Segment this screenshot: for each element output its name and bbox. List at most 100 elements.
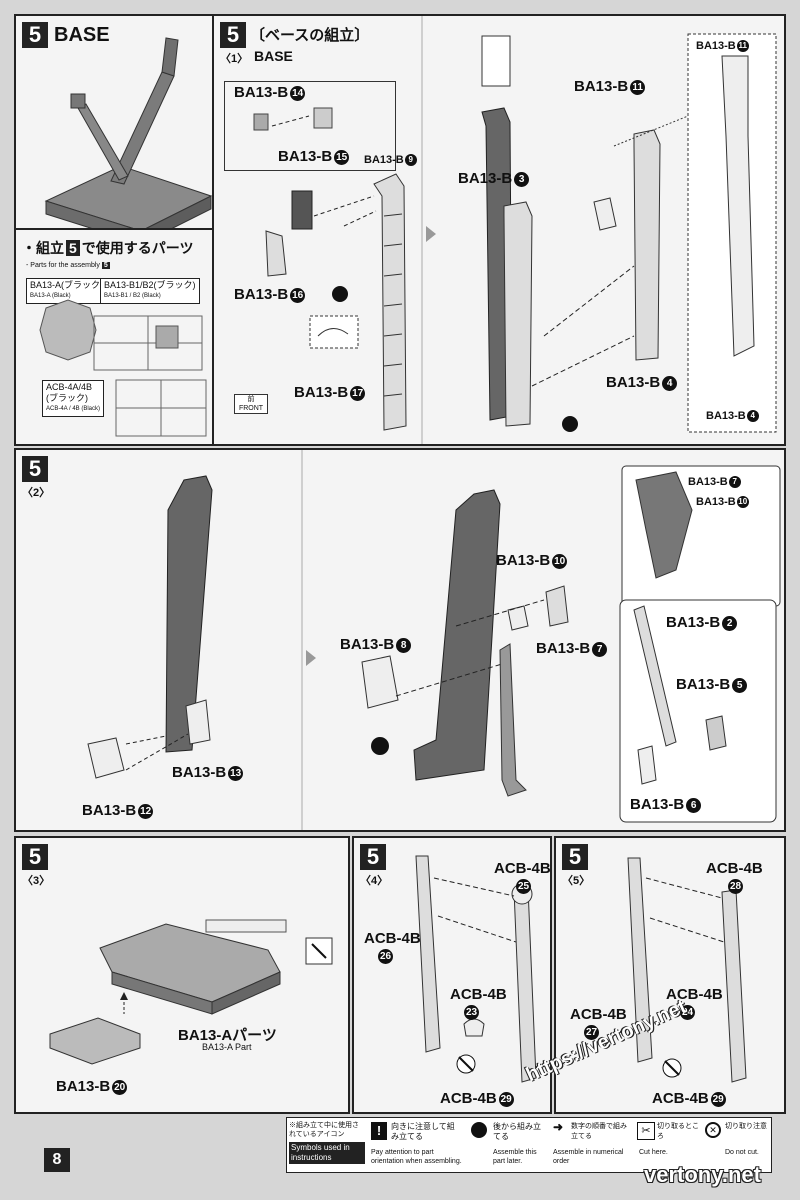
legend-later-en: Assemble this part later. — [493, 1149, 537, 1165]
legend-orientation-jp: 向きに注意して組み立てる — [391, 1122, 455, 1141]
legend-orientation-en: Pay attention to part orientation when a… — [371, 1149, 462, 1165]
label-b16-text: BA13-B — [234, 286, 289, 303]
sub-box-b14-b15 — [224, 81, 396, 171]
legend-header-jp: ※組み立て中に使用されているアイコン — [289, 1122, 359, 1138]
tag-ba13-b-en: BA13-B1 / B2 (Black) — [104, 293, 161, 299]
legend-cut: ✂ 切り取るところ Cut here. — [635, 1118, 701, 1172]
tag-acb: ACB-4A/4B(ブラック)ACB-4A / 4B (Black) — [42, 380, 105, 417]
label-b7-num: 7 — [592, 641, 608, 657]
parts-title-pre: ・組立 — [22, 240, 64, 256]
label-acb24-text: ACB-4B — [666, 986, 723, 1003]
label-b4-text: BA13-B — [606, 374, 661, 391]
label-b17-num: 17 — [350, 385, 366, 401]
label-acb26-num: 26 — [378, 948, 393, 964]
symbol-legend: ※組み立て中に使用されているアイコン Symbols used in instr… — [286, 1117, 772, 1173]
label-acb29-b-num: 29 — [710, 1091, 726, 1107]
label-acb28-num: 28 — [728, 878, 743, 894]
step3-part-en: BA13-A Part — [202, 1042, 252, 1052]
front-badge: 前 FRONT — [234, 394, 268, 414]
legend-nocut: ✕ 切り取り注意 Do not cut. — [703, 1118, 771, 1172]
label-b16-num: 16 — [290, 287, 306, 303]
label-b13-text: BA13-B — [172, 764, 227, 781]
parts-subtitle: - Parts for the assembly 5 — [26, 262, 110, 269]
label-acb23-num: 23 — [464, 1004, 479, 1020]
legend-nocut-jp: 切り取り注意 — [725, 1123, 767, 1130]
exclamation-icon: ! — [371, 1122, 387, 1140]
step2-drawing — [87, 450, 781, 830]
label-b12-num: 12 — [138, 803, 154, 819]
label-acb28-text: ACB-4B — [706, 860, 763, 877]
label-b10-detail-num: 10 — [736, 496, 749, 509]
step1-title-jp: 〔ベースの組立〕 — [250, 27, 370, 44]
legend-later-jp: 後から組み立てる — [493, 1122, 541, 1141]
label-b12-text: BA13-B — [82, 802, 137, 819]
tag-ba13-a-en: BA13-A (Black) — [30, 293, 71, 299]
label-b10-text: BA13-B — [496, 552, 551, 569]
step5-number: 5 — [562, 844, 588, 870]
overview-title: BASE — [54, 24, 110, 46]
legend-cut-jp: 切り取るところ — [657, 1123, 699, 1140]
label-b7-detail-text: BA13-B — [688, 476, 728, 488]
label-acb27-text: ACB-4B — [570, 1006, 627, 1023]
legend-order: ➜ 数字の順番で組み立てる Assemble in numerical orde… — [551, 1118, 633, 1172]
parts-subtitle-text: - Parts for the assembly — [26, 262, 100, 269]
label-b17-text: BA13-B — [294, 384, 349, 401]
step5-sub: 〈5〉 — [562, 875, 591, 887]
label-acb25-text: ACB-4B — [494, 860, 551, 877]
label-acb24-num: 24 — [680, 1004, 695, 1020]
parts-title-num: 5 — [66, 240, 80, 256]
front-badge-en: FRONT — [238, 405, 264, 412]
nippers-icon: ✂ — [637, 1122, 655, 1140]
parts-title-post: で使用するパーツ — [81, 240, 194, 256]
assemble-later-icon — [471, 1122, 487, 1138]
step1-number: 5 — [220, 22, 246, 48]
label-b10-detail-text: BA13-B — [696, 496, 736, 508]
label-b8-num: 8 — [396, 637, 412, 653]
step1-drawing — [253, 16, 777, 444]
step2-sub: 〈2〉 — [22, 487, 51, 499]
label-b5-num: 5 — [732, 677, 748, 693]
tag-ba13-a: BA13-A(ブラック)BA13-A (Black) — [26, 278, 108, 304]
step3-number: 5 — [22, 844, 48, 870]
label-b7-detail-num: 7 — [728, 476, 741, 489]
legend-header: ※組み立て中に使用されているアイコン Symbols used in instr… — [289, 1118, 365, 1172]
label-b15-num: 15 — [334, 149, 350, 165]
label-b2-text: BA13-B — [666, 614, 721, 631]
label-b13-num: 13 — [228, 765, 244, 781]
step-number: 5 — [22, 22, 48, 48]
label-b11-text: BA13-B — [574, 78, 629, 95]
label-acb25-num: 25 — [516, 878, 531, 894]
label-b20-text: BA13-B — [56, 1078, 111, 1095]
step3-drawing — [49, 919, 333, 1065]
runner-illustrations — [39, 299, 207, 437]
step1-panel: 5 〈1〉 〔ベースの組立〕 BASE — [212, 14, 786, 446]
step4-number: 5 — [360, 844, 386, 870]
label-b10-num: 10 — [552, 553, 568, 569]
label-b14-text: BA13-B — [234, 84, 289, 101]
label-b3-num: 3 — [514, 171, 530, 187]
label-b9-num: 9 — [404, 154, 417, 167]
